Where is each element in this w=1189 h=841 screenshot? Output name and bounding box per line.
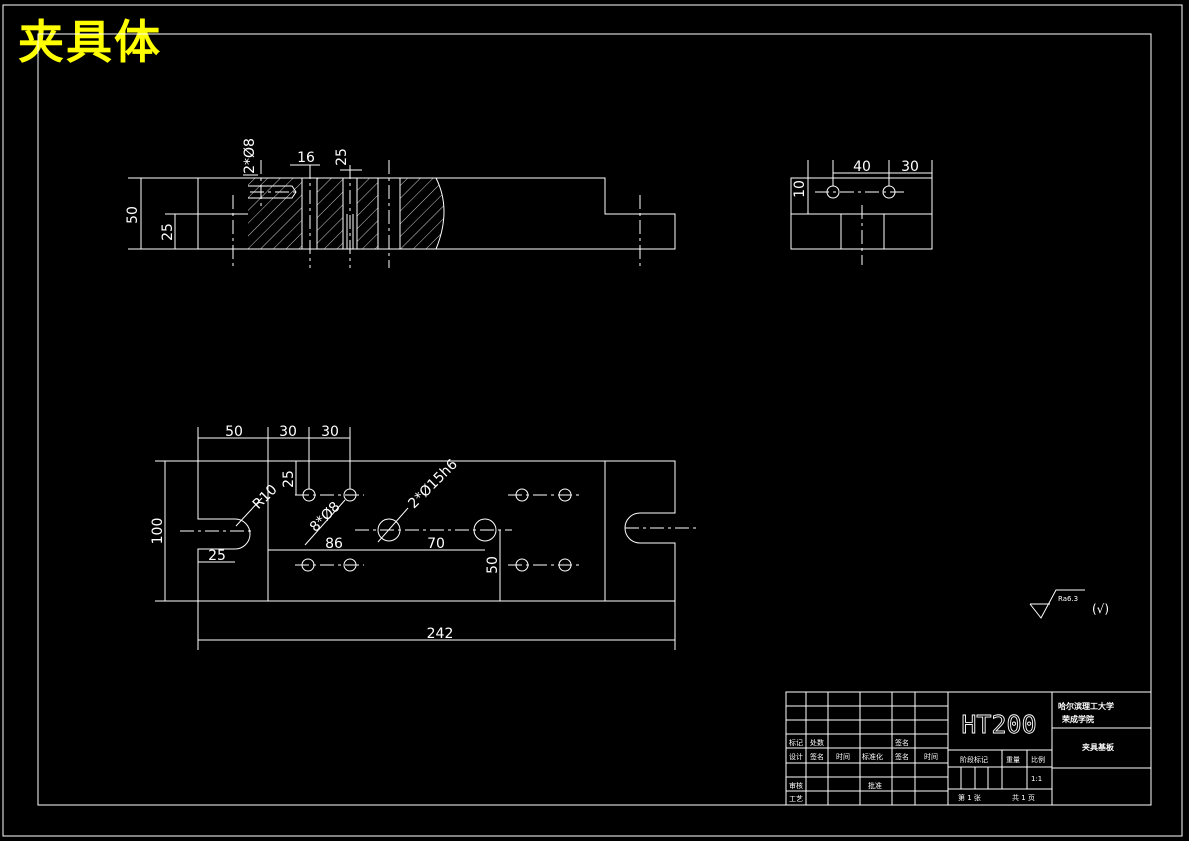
tb-scale-label: 比例 bbox=[1031, 755, 1045, 764]
dim-30-side: 30 bbox=[901, 159, 919, 175]
tb-material: HT200 bbox=[961, 710, 1036, 739]
tb-part-name: 夹具基板 bbox=[1082, 742, 1115, 752]
dim-10: 10 bbox=[792, 180, 808, 198]
plan-view: 50 30 30 25 100 R10 25 8*Ø8 2*Ø15h6 86 7… bbox=[150, 424, 700, 650]
dim-50-front: 50 bbox=[125, 206, 141, 224]
dim-16: 16 bbox=[297, 150, 315, 166]
tb-shenhe: 审核 bbox=[789, 781, 803, 790]
dim-leader-8x8 bbox=[304, 499, 346, 546]
pin-holes bbox=[295, 488, 579, 572]
tb-sheji: 设计 bbox=[789, 752, 803, 761]
dim-100: 100 bbox=[150, 518, 166, 545]
dim-2x15: 2*Ø15h6 bbox=[405, 456, 461, 512]
tb-shijian: 时间 bbox=[836, 752, 850, 761]
hole-d15 bbox=[473, 518, 497, 542]
dim-8x8: 8*Ø8 bbox=[307, 499, 344, 536]
dim-30-a: 30 bbox=[279, 424, 297, 440]
tb-school-1: 哈尔滨理工大学 bbox=[1058, 701, 1114, 711]
drawing-heading: 夹具体 bbox=[18, 15, 162, 69]
dim-2x8: 2*Ø8 bbox=[242, 138, 258, 174]
tb-biaoji: 标记 bbox=[789, 738, 803, 747]
dim-40: 40 bbox=[853, 159, 871, 175]
dim-leader-r10 bbox=[235, 497, 263, 527]
hatch-region-right bbox=[357, 178, 378, 249]
tb-stage-mark: 阶段标记 bbox=[960, 755, 988, 764]
dim-25-top: 25 bbox=[334, 148, 350, 166]
front-break-line bbox=[435, 177, 445, 250]
dim-50-vert: 50 bbox=[485, 556, 501, 574]
hatch-region-mid bbox=[317, 178, 343, 249]
roughness-value: Ra6.3 bbox=[1058, 595, 1078, 603]
tb-qianming-top: 签名 bbox=[895, 738, 909, 747]
dim-r10: R10 bbox=[250, 482, 281, 513]
side-view: 40 30 10 bbox=[790, 159, 933, 265]
inner-frame bbox=[37, 33, 1152, 806]
tb-scale-value: 1:1 bbox=[1031, 775, 1042, 783]
front-section-view: 50 25 2*Ø8 16 25 bbox=[125, 138, 676, 268]
roughness-suffix: (√) bbox=[1092, 602, 1109, 616]
dim-leader-2x15 bbox=[377, 507, 409, 543]
outer-frame bbox=[2, 4, 1183, 837]
dim-30-b: 30 bbox=[321, 424, 339, 440]
tb-chushu: 处数 bbox=[810, 738, 824, 747]
dim-25-front: 25 bbox=[160, 223, 176, 241]
dim-70: 70 bbox=[427, 536, 445, 552]
hole-d15 bbox=[377, 518, 401, 542]
dim-242: 242 bbox=[427, 626, 454, 642]
dim-50-plan: 50 bbox=[225, 424, 243, 440]
title-block: HT200 哈尔滨理工大学 荣成学院 夹具基板 标记 处数 签名 设计 签名 时… bbox=[785, 691, 1152, 806]
roughness-symbol: Ra6.3 (√) bbox=[1029, 589, 1109, 619]
tb-sheet-left: 第 1 张 bbox=[958, 793, 981, 802]
tb-school-2: 荣成学院 bbox=[1061, 714, 1094, 724]
dim-25-plan: 25 bbox=[281, 470, 297, 488]
tb-qianming-2: 签名 bbox=[895, 752, 909, 761]
tb-sheet-right: 共 1 页 bbox=[1012, 793, 1035, 802]
tb-shijian-2: 时间 bbox=[924, 752, 938, 761]
hatch-region-break bbox=[400, 178, 444, 249]
tb-weight: 重量 bbox=[1006, 756, 1020, 764]
tb-qianming: 签名 bbox=[810, 752, 824, 761]
tb-gongyi: 工艺 bbox=[789, 795, 803, 803]
tb-biaozhunhua: 标准化 bbox=[862, 752, 883, 761]
tb-pizhun: 批准 bbox=[868, 781, 882, 790]
dim-25-bottom: 25 bbox=[208, 548, 226, 564]
dim-86: 86 bbox=[325, 536, 343, 552]
